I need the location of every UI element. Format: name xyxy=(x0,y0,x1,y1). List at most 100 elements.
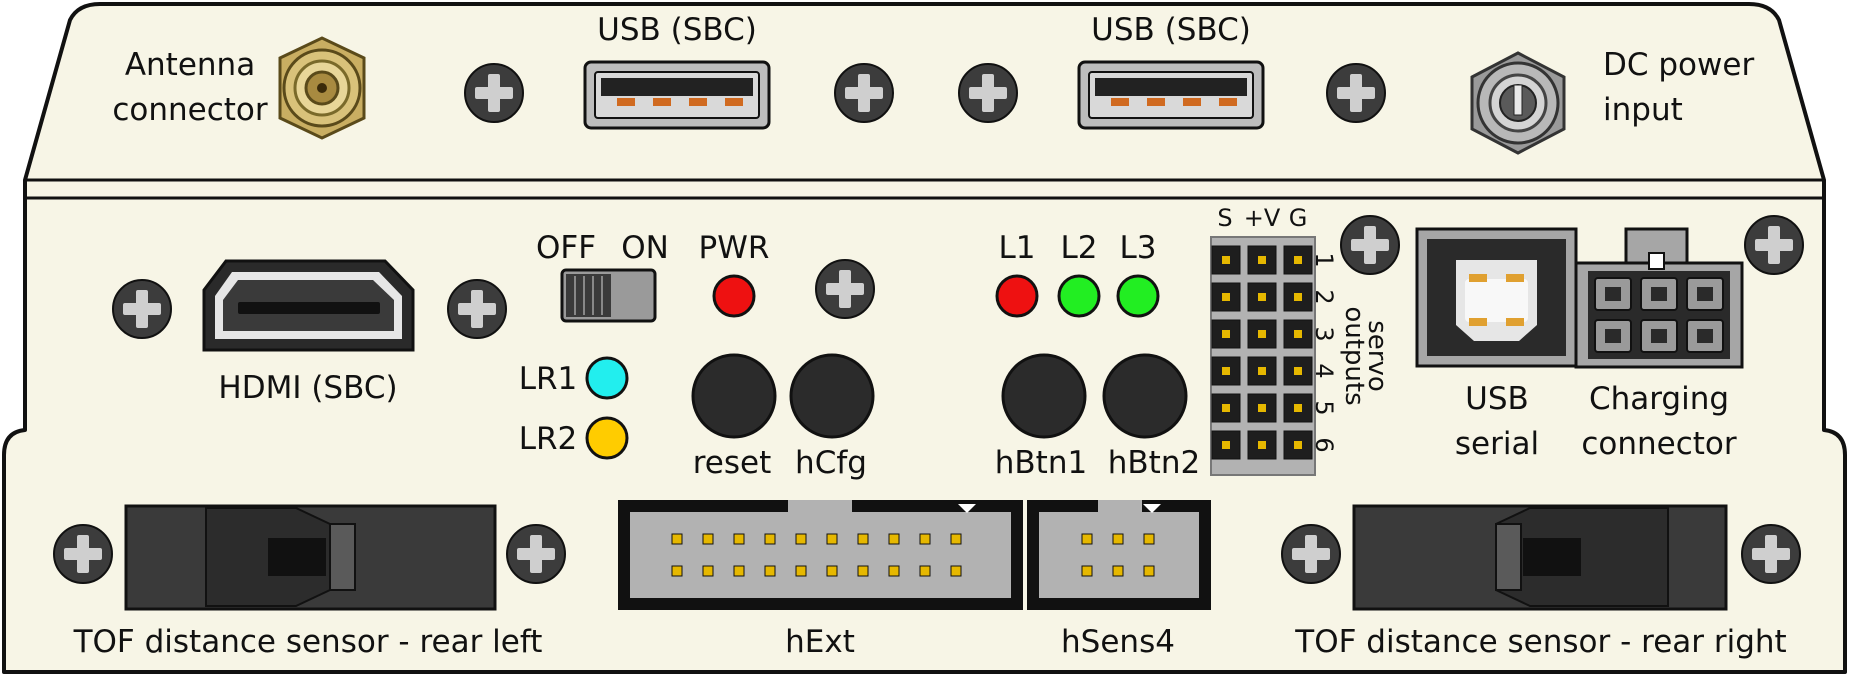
screw xyxy=(1741,524,1801,584)
hext-pin xyxy=(919,565,931,577)
charging-pin-socket xyxy=(1697,287,1713,301)
servo-col-label-g: G xyxy=(1289,204,1308,232)
charging-pin-socket xyxy=(1651,287,1667,301)
charging-connector xyxy=(1574,227,1744,369)
dc-power-label-line1: DC power xyxy=(1603,47,1754,83)
hext-pin xyxy=(857,533,869,545)
servo-pin-contact xyxy=(1222,441,1230,449)
hext-pin xyxy=(795,565,807,577)
charging-pin-socket xyxy=(1651,329,1667,343)
lr1-led-label: LR1 xyxy=(519,361,578,397)
usb-serial-port xyxy=(1415,227,1578,368)
hbtn2-button[interactable] xyxy=(1102,353,1188,439)
pwr-led xyxy=(712,274,756,318)
servo-row-label: 6 xyxy=(1310,437,1338,452)
servo-pin-contact xyxy=(1294,330,1302,338)
reset-button-label: reset xyxy=(693,445,772,481)
hsens4-pin xyxy=(1081,533,1093,545)
servo-pin-contact xyxy=(1258,404,1266,412)
hext-pin xyxy=(919,533,931,545)
hdmi-port-sbc xyxy=(202,259,415,352)
screw xyxy=(1340,215,1400,275)
servo-pin-contact xyxy=(1258,256,1266,264)
screw xyxy=(53,524,113,584)
hext-pin xyxy=(764,565,776,577)
tof-left-label: TOF distance sensor - rear left xyxy=(73,624,543,660)
hcfg-button-label: hCfg xyxy=(795,445,867,481)
servo-col-label-s: S xyxy=(1217,204,1232,232)
servo-pin-contact xyxy=(1294,441,1302,449)
dc-power-jack xyxy=(1470,51,1566,155)
servo-pin-contact xyxy=(1294,367,1302,375)
usb-serial-label-line2: serial xyxy=(1455,426,1539,462)
servo-row-label: 2 xyxy=(1310,289,1338,304)
l1-led-label: L1 xyxy=(999,230,1036,266)
hext-pin xyxy=(702,565,714,577)
servo-pin-contact xyxy=(1222,404,1230,412)
charging-label-line1: Charging xyxy=(1589,381,1729,417)
servo-pin-contact xyxy=(1258,293,1266,301)
l3-led-label: L3 xyxy=(1120,230,1157,266)
hext-pin xyxy=(795,533,807,545)
usb-a-port-sbc-2 xyxy=(1077,60,1265,130)
screw xyxy=(958,63,1018,123)
hext-pins xyxy=(671,533,962,577)
power-switch[interactable] xyxy=(560,268,657,323)
charging-pins xyxy=(1594,277,1724,353)
hsens4-label: hSens4 xyxy=(1061,624,1175,660)
servo-row-label: 4 xyxy=(1310,363,1338,378)
tof-sensor-rear-left xyxy=(124,504,497,611)
hext-pin xyxy=(671,533,683,545)
hsens4-pin xyxy=(1112,533,1124,545)
hcfg-button[interactable] xyxy=(789,353,875,439)
screw xyxy=(1326,63,1386,123)
hbtn1-button[interactable] xyxy=(1001,353,1087,439)
servo-outputs-label-line2: outputs xyxy=(1339,306,1369,405)
hext-label: hExt xyxy=(785,624,855,660)
lr1-led xyxy=(585,356,629,400)
hbtn1-button-label: hBtn1 xyxy=(995,445,1087,481)
charging-pin-socket xyxy=(1697,329,1713,343)
hext-pin xyxy=(671,565,683,577)
servo-pins xyxy=(1211,245,1313,460)
servo-outputs-label-line1: servo xyxy=(1362,320,1392,392)
hext-pin xyxy=(950,565,962,577)
servo-pin-contact xyxy=(1222,330,1230,338)
servo-pin-contact xyxy=(1222,256,1230,264)
reset-button[interactable] xyxy=(691,353,777,439)
screw xyxy=(1744,215,1804,275)
switch-off-label: OFF xyxy=(536,230,596,266)
servo-pin-contact xyxy=(1258,441,1266,449)
hbtn2-button-label: hBtn2 xyxy=(1108,445,1200,481)
l3-led xyxy=(1116,274,1160,318)
screw xyxy=(506,524,566,584)
charging-pin-socket xyxy=(1605,329,1621,343)
hext-pin xyxy=(702,533,714,545)
servo-row-label: 3 xyxy=(1310,326,1338,341)
hext-pin xyxy=(733,565,745,577)
servo-pin-contact xyxy=(1294,293,1302,301)
antenna-label-line1: Antenna xyxy=(125,47,255,83)
servo-header xyxy=(1210,236,1316,476)
l2-led xyxy=(1057,274,1101,318)
servo-pin-contact xyxy=(1222,293,1230,301)
hext-pin xyxy=(826,533,838,545)
usb-serial-label-line1: USB xyxy=(1465,381,1529,417)
hsens4-pins xyxy=(1081,533,1155,577)
charging-label-line2: connector xyxy=(1581,426,1737,462)
antenna-connector xyxy=(278,36,366,140)
hext-pin xyxy=(764,533,776,545)
servo-pin-contact xyxy=(1258,367,1266,375)
hsens4-pin xyxy=(1143,533,1155,545)
screw xyxy=(112,279,172,339)
l1-led xyxy=(995,274,1039,318)
screw xyxy=(834,63,894,123)
hsens4-pin xyxy=(1081,565,1093,577)
usb-sbc-label-1: USB (SBC) xyxy=(597,12,757,48)
hext-pin xyxy=(888,533,900,545)
switch-on-label: ON xyxy=(621,230,669,266)
hsens4-header xyxy=(1027,500,1211,610)
servo-pin-contact xyxy=(1258,330,1266,338)
l2-led-label: L2 xyxy=(1061,230,1098,266)
